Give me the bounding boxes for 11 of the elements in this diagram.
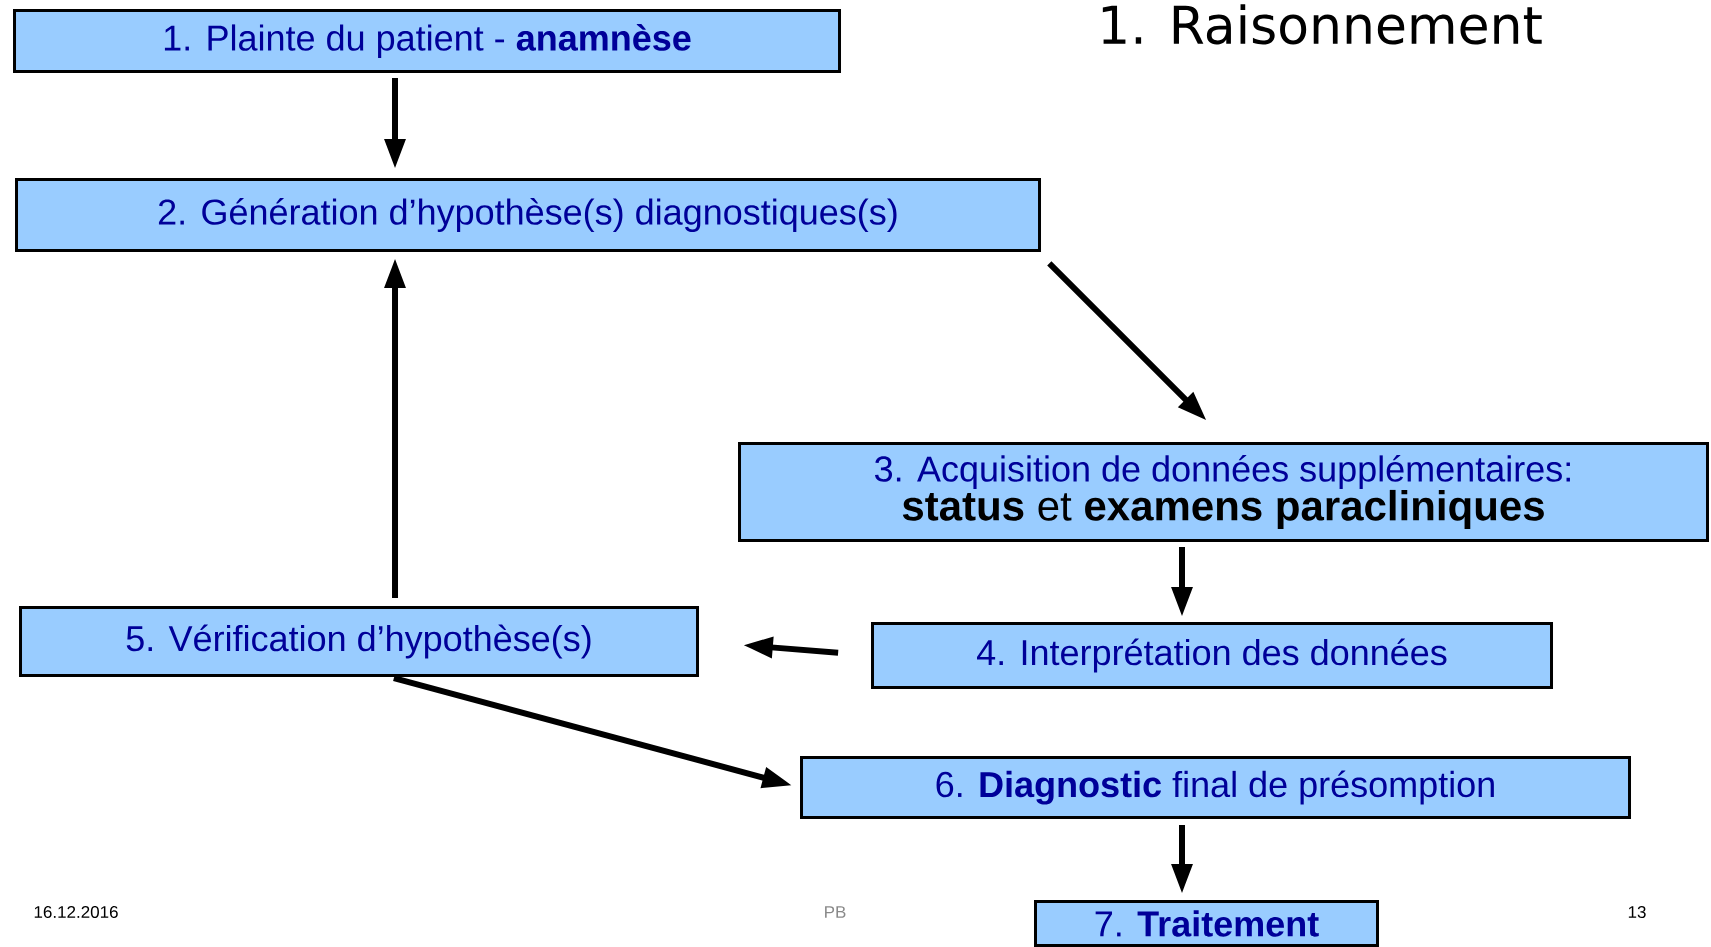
process-box: 5. Vérification d’hypothèse(s)	[19, 606, 699, 677]
slide-title: 1. Raisonnement	[1102, 4, 1542, 45]
process-box: 6. Diagnostic final de présomption	[800, 756, 1631, 819]
process-box: 4. Interprétation des données	[871, 622, 1553, 689]
footer-author: PB	[825, 906, 846, 918]
page-number: 13	[1628, 906, 1646, 918]
process-box: 2. Génération d’hypothèse(s) diagnostiques(s)	[15, 178, 1041, 252]
process-box: 1. Plainte du patient - anamnèse	[13, 9, 841, 73]
process-box: 3. Acquisition de données supplémentaires: status et examens paracliniques	[738, 442, 1709, 542]
footer-date: 16.12.2016	[34, 906, 118, 918]
process-box: 7. Traitement	[1034, 900, 1379, 947]
